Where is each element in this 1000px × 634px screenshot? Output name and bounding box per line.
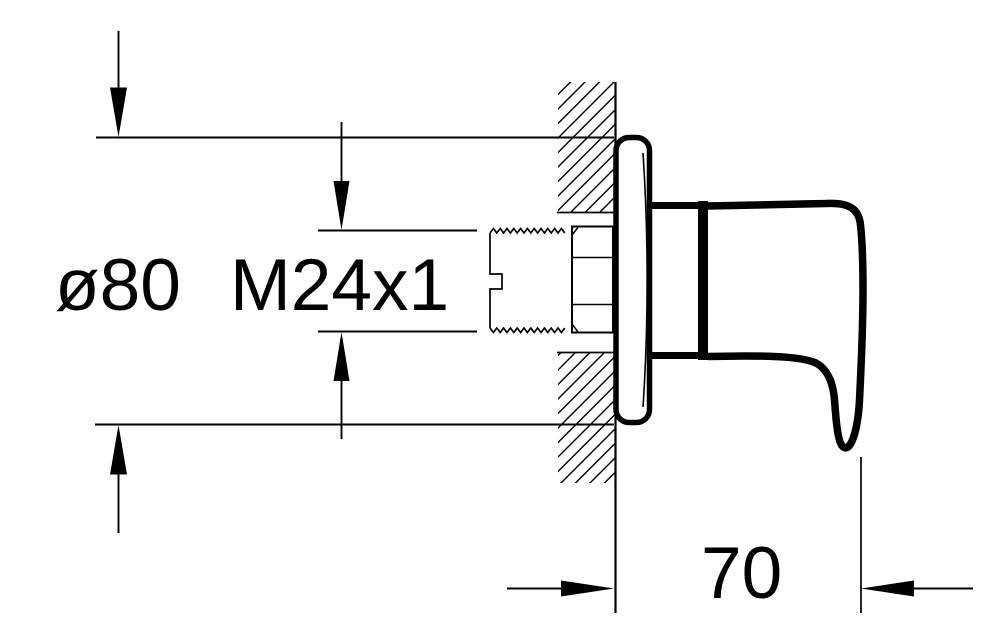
dimension-diameter-80 <box>95 31 614 533</box>
threaded-spindle <box>489 227 566 334</box>
wall-hatch-upper <box>558 82 615 213</box>
arrowhead-left-icon <box>861 580 914 597</box>
wall-section <box>557 82 617 613</box>
valve-neck <box>649 201 708 360</box>
wall-hatch-lower <box>558 352 615 483</box>
thread-zigzag-top <box>489 227 566 235</box>
retaining-nut <box>571 225 614 334</box>
arrowhead-up-icon <box>333 332 350 381</box>
arrowhead-down-icon <box>110 87 127 137</box>
diameter-dimension-label: ø80 <box>55 245 181 326</box>
depth-dimension-label: 70 <box>701 533 782 614</box>
thread-dimension-label: M24x1 <box>230 245 449 326</box>
spindle-end-notch <box>489 233 503 328</box>
nut-chamfers <box>571 227 579 333</box>
thread-zigzag-bottom <box>489 326 566 334</box>
escutcheon-face-curve <box>642 152 648 408</box>
escutcheon-outline <box>613 134 653 426</box>
escutcheon-flange <box>613 134 653 426</box>
arrowhead-down-icon <box>333 181 350 230</box>
arrowhead-up-icon <box>110 425 127 475</box>
lever-handle-outline <box>707 199 867 452</box>
arrowhead-right-icon <box>561 580 614 597</box>
dimension-thread-m24x1 <box>318 122 477 439</box>
nut-body <box>571 225 614 334</box>
dimension-depth-70 <box>507 457 973 613</box>
